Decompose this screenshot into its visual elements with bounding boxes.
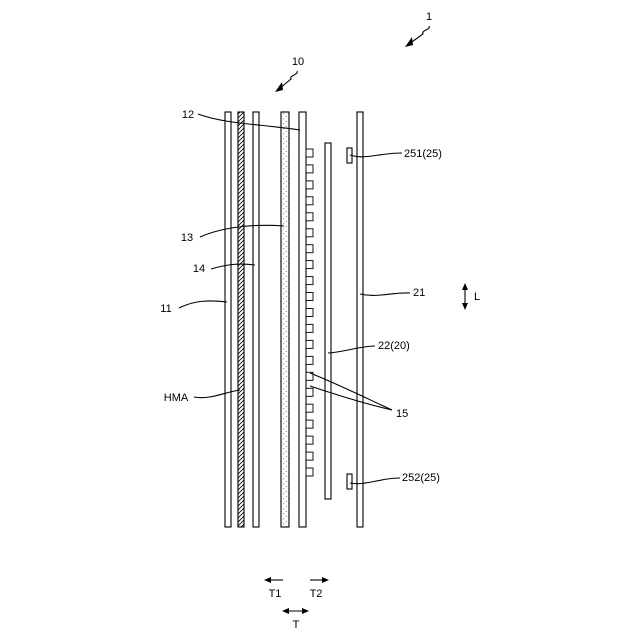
protrusion [306, 293, 313, 301]
arrowhead-10 [275, 82, 283, 92]
direction-L-arrow [462, 283, 468, 310]
label-11: 11 [160, 303, 171, 315]
protrusions-15 [306, 149, 313, 476]
leader-22 [328, 346, 375, 353]
element-252 [347, 474, 352, 489]
label-22: 22(20) [378, 340, 410, 352]
label-10: 10 [292, 56, 304, 68]
label-hma: HMA [164, 392, 189, 404]
protrusion [306, 468, 313, 476]
protrusion [306, 165, 313, 173]
protrusion [306, 420, 313, 428]
direction-T1-arrow [264, 577, 283, 583]
protrusion [306, 197, 313, 205]
protrusion [306, 388, 313, 396]
hot-melt-adhesive-layer [238, 112, 244, 527]
protrusion [306, 404, 313, 412]
leader-15b [310, 386, 392, 410]
plate-22 [325, 143, 331, 499]
arrowhead-1 [405, 37, 413, 47]
protrusion [306, 452, 313, 460]
plate-14 [253, 112, 259, 527]
protrusion [306, 245, 313, 253]
protrusion [306, 324, 313, 332]
protrusion [306, 261, 313, 269]
label-1: 1 [426, 11, 432, 23]
leader-hma [194, 390, 240, 398]
label-15: 15 [396, 408, 408, 420]
direction-T-arrow [282, 608, 309, 614]
plate-11 [225, 112, 231, 527]
protrusion [306, 213, 313, 221]
protrusion [306, 356, 313, 364]
leader-15a [310, 373, 392, 410]
label-T1: T1 [269, 588, 282, 600]
protrusion [306, 340, 313, 348]
label-T2: T2 [310, 588, 323, 600]
label-13: 13 [181, 232, 193, 244]
protrusion [306, 181, 313, 189]
protrusion [306, 149, 313, 157]
protrusion [306, 436, 313, 444]
plate-21 [357, 112, 363, 527]
label-252: 252(25) [402, 472, 440, 484]
leader-21 [360, 293, 410, 296]
label-21: 21 [413, 287, 425, 299]
protrusion [306, 277, 313, 285]
leader-11 [179, 301, 227, 308]
plate-12 [299, 112, 306, 527]
layer-13 [281, 112, 289, 527]
label-251: 251(25) [404, 148, 442, 160]
label-L: L [474, 291, 480, 303]
label-12: 12 [182, 109, 194, 121]
direction-T2-arrow [310, 577, 329, 583]
leader-14 [211, 264, 255, 269]
label-T: T [293, 619, 300, 631]
protrusion [306, 229, 313, 237]
label-14: 14 [193, 263, 205, 275]
protrusion [306, 309, 313, 317]
